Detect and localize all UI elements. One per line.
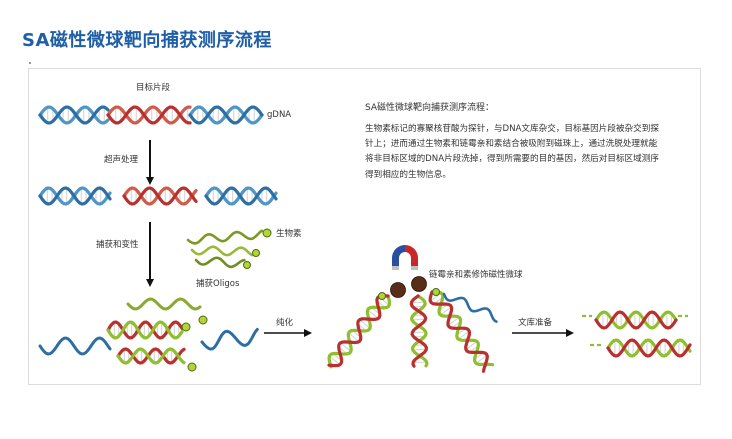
label-biotin: 生物素	[276, 228, 302, 239]
biotin-captured-1	[378, 292, 386, 300]
label-purification: 纯化	[276, 317, 294, 328]
oligo-top	[126, 297, 202, 311]
capture-oligo-3	[194, 256, 246, 269]
label-capture-denature: 捕获和变性	[96, 239, 139, 250]
label-target-fragment: 目标片段	[136, 82, 171, 93]
library-helix-1	[594, 310, 678, 330]
gdna-helix-target	[106, 105, 192, 125]
captured-helix-right	[428, 290, 495, 373]
biotin-label-dot	[262, 228, 272, 238]
capture-oligo-1	[186, 229, 263, 245]
biotin-oligo-2	[252, 249, 260, 257]
description-title: SA磁性微球靶向捕获测序流程：	[365, 103, 495, 113]
magnetic-bead-2	[411, 276, 427, 292]
page-title: SA磁性微球靶向捕获测序流程	[22, 30, 272, 51]
fragment-helix-3	[204, 186, 278, 206]
capture-oligo-2	[190, 245, 254, 257]
captured-helix-center	[409, 294, 429, 368]
biotin-hybrid-2	[187, 362, 197, 372]
biotin-top	[198, 315, 208, 325]
fragment-helix-target	[122, 186, 198, 206]
library-helix-2	[606, 338, 692, 358]
single-strand-free-2	[200, 327, 259, 351]
magnet-icon	[392, 245, 418, 270]
biotin-oligo-3	[243, 261, 251, 269]
hybrid-helix-2	[116, 347, 186, 365]
single-strand-free-1	[38, 336, 112, 356]
biotin-captured-2	[432, 288, 440, 296]
hybrid-helix-1	[106, 320, 184, 340]
captured-oligo-far	[442, 292, 498, 323]
captured-helix-left	[327, 294, 392, 369]
gdna-helix-right	[188, 105, 264, 125]
label-library-prep: 文库准备	[518, 317, 553, 328]
label-streptavidin-beads: 链霉亲和素修饰磁性微球	[429, 269, 523, 280]
biotin-hybrid-1	[181, 322, 191, 332]
fragment-helix-1	[38, 186, 112, 206]
description-body: 生物素标记的寡聚核苷酸为探针，与DNA文库杂交，目标基因片段被杂交到探针上；进而…	[365, 124, 659, 180]
gdna-helix-left	[38, 105, 110, 125]
label-capture-oligos: 捕获Oligos	[196, 278, 240, 289]
magnetic-bead-1	[390, 282, 406, 298]
label-sonication: 超声处理	[104, 154, 139, 165]
decorative-dot	[29, 62, 31, 64]
label-gdna: gDNA	[267, 110, 291, 120]
